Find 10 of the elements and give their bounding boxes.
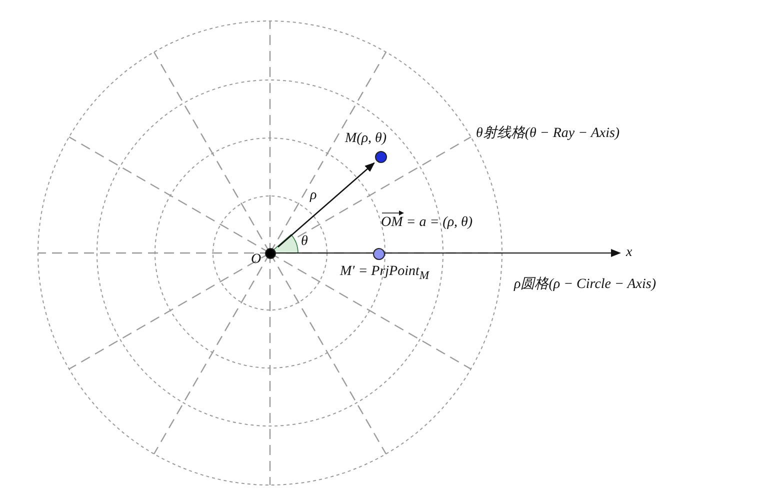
point-label: M(ρ, θ) [345, 131, 387, 147]
grid-label: θ射线格(θ − Ray − Axis) [476, 124, 620, 142]
vector-label: OM = a = (ρ, θ) [381, 215, 473, 231]
length-label: ρ [310, 188, 317, 204]
point-label: M′ = PrjPoint$_{M}$ [340, 264, 430, 282]
vector-arrow [278, 162, 375, 248]
point-label: O [251, 252, 262, 268]
angle-label: θ [301, 234, 308, 250]
grid-label: ρ圆格(ρ − Circle − Axis) [514, 276, 656, 293]
axis-label: x [626, 245, 632, 261]
